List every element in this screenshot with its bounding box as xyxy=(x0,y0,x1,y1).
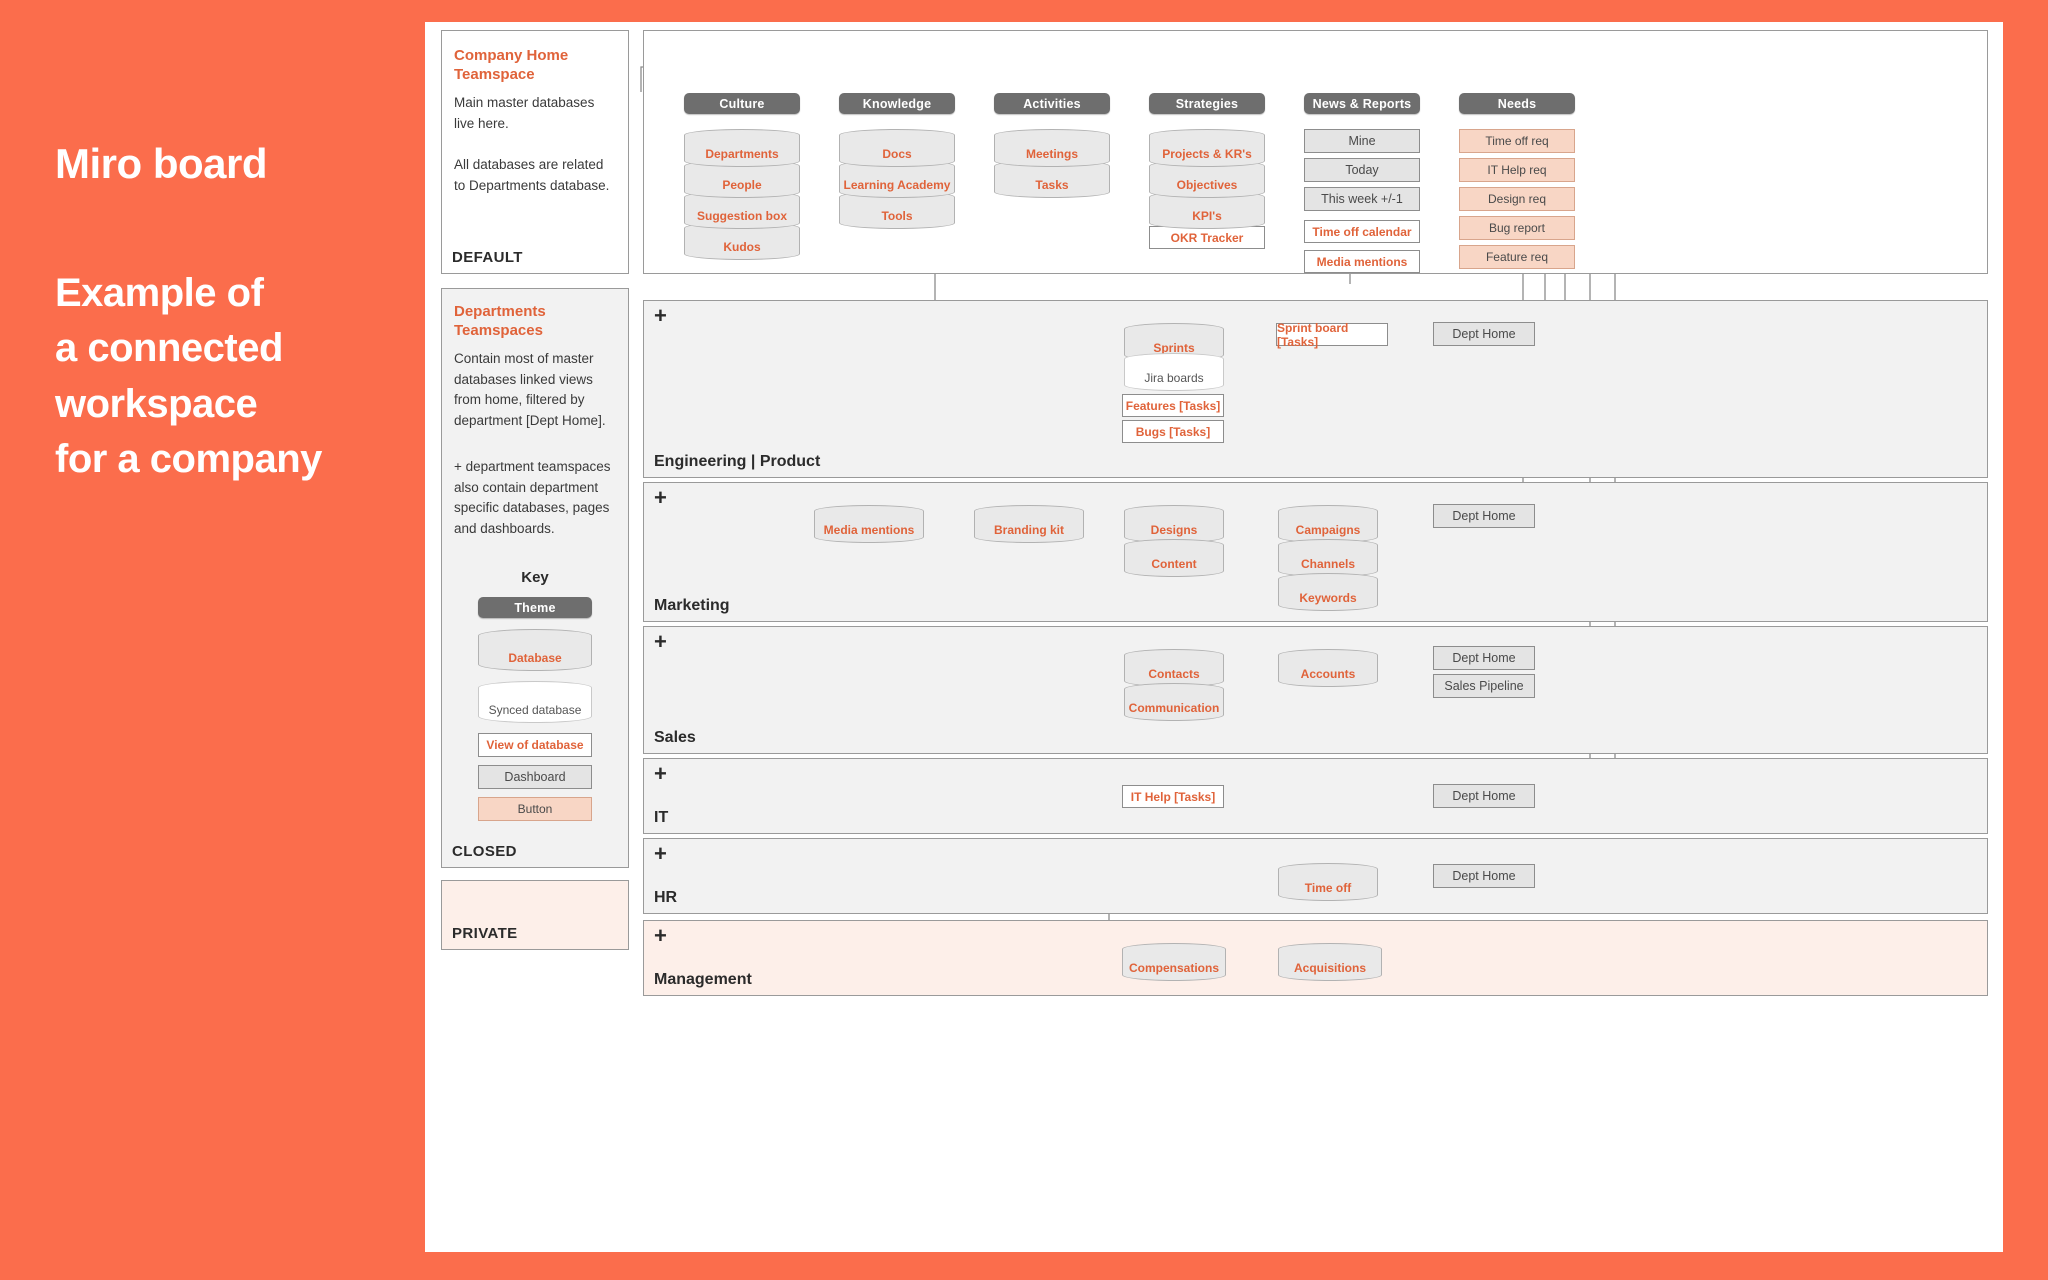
add-teamspace-button[interactable]: + xyxy=(654,485,667,510)
node-channels[interactable]: Channels xyxy=(1278,539,1378,577)
node-learning-academy[interactable]: Learning Academy xyxy=(839,160,955,198)
note-title-line: Company Home xyxy=(454,47,569,64)
node-it-help-req[interactable]: IT Help req xyxy=(1459,158,1575,182)
node-time-off-calendar[interactable]: Time off calendar xyxy=(1304,220,1420,243)
board-subtitle-line: Example of xyxy=(55,271,264,316)
theme-header-news-reports[interactable]: News & Reports xyxy=(1304,93,1420,114)
node-it-help-tasks-[interactable]: IT Help [Tasks] xyxy=(1122,785,1224,808)
node-dept-home[interactable]: Dept Home xyxy=(1433,646,1535,670)
node-bug-report[interactable]: Bug report xyxy=(1459,216,1575,240)
key-item-viewdb: View of database xyxy=(478,733,592,757)
node-docs[interactable]: Docs xyxy=(839,129,955,167)
note-paragraph-2: All databases are related to Departments… xyxy=(454,157,610,193)
left-title-panel: Miro board Example of a connected workspac… xyxy=(0,0,425,1280)
board-subtitle-line: a connected xyxy=(55,326,283,371)
node-mine[interactable]: Mine xyxy=(1304,129,1420,153)
node-sprint-board-tasks-[interactable]: Sprint board [Tasks] xyxy=(1276,321,1388,349)
note-tag: DEFAULT xyxy=(452,249,523,266)
node-acquisitions[interactable]: Acquisitions xyxy=(1278,943,1382,981)
node-keywords[interactable]: Keywords xyxy=(1278,573,1378,611)
node-accounts[interactable]: Accounts xyxy=(1278,649,1378,687)
node-okr-tracker[interactable]: OKR Tracker xyxy=(1149,226,1265,249)
key-item-theme: Theme xyxy=(478,597,592,618)
node-time-off[interactable]: Time off xyxy=(1278,863,1378,901)
note-title-line: Teamspace xyxy=(454,65,535,83)
node-communication[interactable]: Communication xyxy=(1124,683,1224,721)
key-heading: Key xyxy=(521,569,549,586)
node-sales-pipeline[interactable]: Sales Pipeline xyxy=(1433,674,1535,698)
node-time-off-req[interactable]: Time off req xyxy=(1459,129,1575,153)
dept-row-label: IT xyxy=(654,809,669,826)
node-media-mentions[interactable]: Media mentions xyxy=(1304,250,1420,273)
node-designs[interactable]: Designs xyxy=(1124,505,1224,543)
dept-row-label: Marketing xyxy=(654,597,730,614)
dept-row-hr[interactable]: + HR Time off Dept Home xyxy=(643,838,1988,914)
dept-row-label: Management xyxy=(654,971,752,988)
node-departments[interactable]: Departments xyxy=(684,129,800,167)
note-paragraph-2: + department teamspaces also contain dep… xyxy=(454,459,611,536)
theme-header-activities[interactable]: Activities xyxy=(994,93,1110,114)
board-title: Miro board xyxy=(55,140,268,187)
key-item-cyl: Database xyxy=(478,629,592,671)
add-teamspace-button[interactable]: + xyxy=(654,923,667,948)
dept-row-label: Engineering | Product xyxy=(654,453,821,470)
add-teamspace-button[interactable]: + xyxy=(654,761,667,786)
add-teamspace-button[interactable]: + xyxy=(654,841,667,866)
node-projects-kr-s[interactable]: Projects & KR's xyxy=(1149,129,1265,167)
theme-header-culture[interactable]: Culture xyxy=(684,93,800,114)
node-dept-home[interactable]: Dept Home xyxy=(1433,864,1535,888)
note-paragraph-1: Contain most of master databases linked … xyxy=(454,351,606,428)
key-item-synced: Synced database xyxy=(478,681,592,723)
theme-header-strategies[interactable]: Strategies xyxy=(1149,93,1265,114)
node-dept-home[interactable]: Dept Home xyxy=(1433,322,1535,346)
node-contacts[interactable]: Contacts xyxy=(1124,649,1224,687)
node-today[interactable]: Today xyxy=(1304,158,1420,182)
node-bugs-tasks-[interactable]: Bugs [Tasks] xyxy=(1122,420,1224,443)
dept-row-label: HR xyxy=(654,889,678,906)
note-card-private[interactable]: PRIVATE xyxy=(441,880,629,950)
node-features-tasks-[interactable]: Features [Tasks] xyxy=(1122,394,1224,417)
node-dept-home[interactable]: Dept Home xyxy=(1433,784,1535,808)
note-tag: CLOSED xyxy=(452,843,517,860)
add-teamspace-button[interactable]: + xyxy=(654,303,667,328)
key-item-btn: Button xyxy=(478,797,592,821)
add-teamspace-button[interactable]: + xyxy=(654,629,667,654)
dept-row-management[interactable]: + Management Compensations Acquisitions xyxy=(643,920,1988,996)
node-branding-kit[interactable]: Branding kit xyxy=(974,505,1084,543)
board-subtitle-line: for a company xyxy=(55,436,322,481)
theme-header-knowledge[interactable]: Knowledge xyxy=(839,93,955,114)
dept-row-marketing[interactable]: + Marketing Media mentions Branding kit Desi… xyxy=(643,482,1988,622)
note-title-line: Departments xyxy=(454,303,546,320)
board-subtitle-line: workspace xyxy=(55,381,258,426)
note-title-line: Teamspaces xyxy=(454,321,543,339)
node-campaigns[interactable]: Campaigns xyxy=(1278,505,1378,543)
dept-row-label: Sales xyxy=(654,729,696,746)
key-item-dash: Dashboard xyxy=(478,765,592,789)
note-tag: PRIVATE xyxy=(452,925,518,942)
node-content[interactable]: Content xyxy=(1124,539,1224,577)
theme-header-needs[interactable]: Needs xyxy=(1459,93,1575,114)
node-media-mentions[interactable]: Media mentions xyxy=(814,505,924,543)
node-feature-req[interactable]: Feature req xyxy=(1459,245,1575,269)
dept-row-it[interactable]: + IT IT Help [Tasks] Dept Home xyxy=(643,758,1988,834)
node-jira-boards[interactable]: Jira boards xyxy=(1124,353,1224,391)
note-paragraph-1: Main master databases live here. xyxy=(454,95,595,131)
node-this-week-1[interactable]: This week +/-1 xyxy=(1304,187,1420,211)
board-subtitle: Example of a connected workspace for a comp… xyxy=(55,266,425,487)
node-compensations[interactable]: Compensations xyxy=(1122,943,1226,981)
node-dept-home[interactable]: Dept Home xyxy=(1433,504,1535,528)
node-design-req[interactable]: Design req xyxy=(1459,187,1575,211)
node-meetings[interactable]: Meetings xyxy=(994,129,1110,167)
